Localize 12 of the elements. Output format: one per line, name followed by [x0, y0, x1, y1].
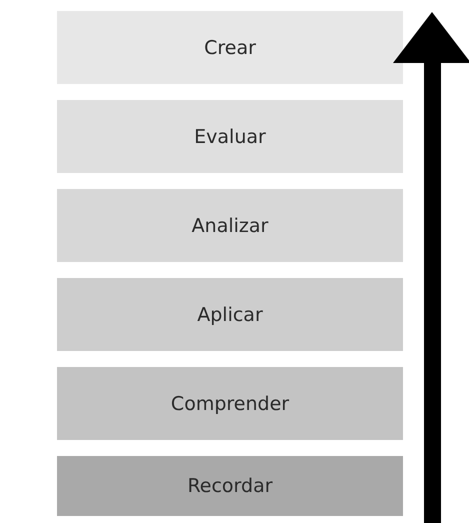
- level-box: [57, 100, 403, 173]
- level-box: [57, 11, 403, 84]
- level-box: [57, 367, 403, 440]
- level-box: [57, 189, 403, 262]
- level-label: Analizar: [192, 214, 268, 236]
- level-label: Comprender: [170, 392, 290, 414]
- level-label: Evaluar: [194, 126, 266, 148]
- level-box: [57, 456, 403, 516]
- level-label: Recordar: [187, 475, 273, 497]
- level-box: [57, 278, 403, 351]
- level-label: Crear: [204, 36, 256, 58]
- level-label: Aplicar: [197, 304, 263, 326]
